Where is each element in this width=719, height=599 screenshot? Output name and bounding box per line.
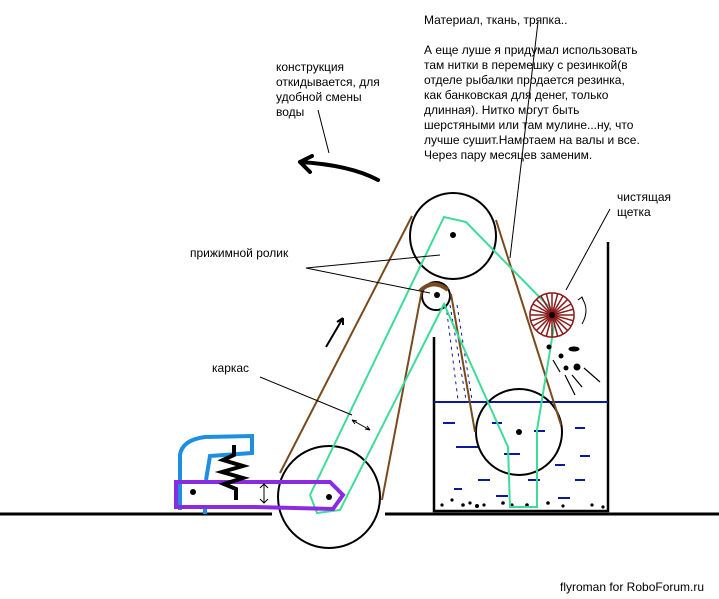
top-roller (409, 192, 497, 280)
svg-text:длинная). Нитко могут быть: длинная). Нитко могут быть (424, 103, 579, 117)
svg-text:как банковская для денег, толь: как банковская для денег, только (424, 88, 609, 102)
brush-bristle (551, 298, 569, 316)
brush-bristle (535, 298, 553, 316)
svg-text:воды: воды (276, 105, 304, 119)
brush-bristle (530, 308, 553, 316)
brush-bristle-tip (571, 306, 575, 313)
brush-bristle (551, 314, 569, 332)
brush-bristle-tip (560, 293, 566, 299)
sediment-dots (440, 498, 605, 509)
svg-text:там нитки в перемешку с резинк: там нитки в перемешку с резинкой(в (424, 58, 628, 72)
svg-text:щетка: щетка (617, 205, 651, 219)
svg-text:шерстяными или там мулине...ну: шерстяными или там мулине...ну, что (424, 118, 634, 132)
bracket (178, 433, 254, 514)
svg-text:отделе рыбалки продается резин: отделе рыбалки продается резинка, (424, 73, 625, 87)
brush-bristle (535, 314, 553, 332)
brush-bristle (532, 303, 553, 316)
svg-text:конструкция: конструкция (276, 60, 344, 74)
svg-text:удобной смены: удобной смены (276, 90, 362, 104)
brush-bristle (551, 314, 574, 322)
fold-arrow-icon (298, 154, 380, 182)
brush-bristle-tip (554, 334, 561, 338)
brush-bristle (551, 314, 572, 327)
base-roller (277, 445, 381, 549)
svg-text:А еще луше я придумал использо: А еще луше я придумал использовать (424, 43, 638, 57)
brush-bristle-tip (564, 327, 571, 334)
brush-bristle-tip (560, 331, 566, 337)
label-brush: чистящая щетка (617, 190, 671, 219)
brush-bristle (551, 308, 574, 316)
brush-bristle (551, 303, 572, 316)
label-pressure-roller: прижимной ролик (190, 246, 289, 260)
brush-bristle-tip (533, 296, 540, 303)
brush-bristle-tip (529, 306, 533, 313)
svg-text:откидывается, для: откидывается, для (276, 75, 380, 89)
thread-loop (309, 215, 558, 515)
note-idea: А еще луше я придумал использовать там н… (424, 43, 640, 162)
brush-bristle-tip (529, 317, 533, 324)
up-arrow-icon (325, 317, 344, 348)
brush-bristle-tip (571, 317, 575, 324)
label-fold: конструкция откидывается, для удобной см… (276, 60, 380, 119)
brush-bristle (551, 314, 559, 337)
debris-particles (546, 344, 601, 396)
brush-bristle (551, 314, 564, 335)
brush-bristle (545, 314, 553, 337)
label-frame: каркас (212, 361, 249, 375)
brush-bristle-tip (543, 292, 550, 296)
leader-lines (259, 21, 611, 416)
brush-bristle (551, 293, 559, 316)
brush-bristle-tip (533, 327, 540, 334)
brush-bristle (551, 295, 564, 316)
drip-lines (445, 304, 473, 401)
svg-text:Через пару месяцев заменим.: Через пару месяцев заменим. (424, 148, 592, 162)
note-material: Материал, ткань, тряпка.. (424, 13, 567, 27)
brush-bristle (540, 295, 553, 316)
brush-bristle-tip (538, 293, 544, 299)
brush-bristle (540, 314, 553, 335)
double-arrow-icon (351, 419, 371, 431)
brush-bristle (545, 293, 553, 316)
brush-bristle-tip (538, 331, 544, 337)
footer-credit: flyroman for RoboForum.ru (560, 580, 704, 594)
brush-bristle (530, 314, 553, 322)
cleaning-brush (529, 292, 575, 338)
water-tank (432, 242, 610, 513)
brush-bristle-tip (530, 301, 536, 307)
svg-text:лучше сушит.Намотаем на валы и: лучше сушит.Намотаем на валы и все. (424, 133, 640, 147)
brush-bristle-tip (564, 296, 571, 303)
pressure-roller (418, 281, 451, 311)
brush-bristle (532, 314, 553, 327)
belt (279, 215, 562, 501)
vertical-double-arrow-icon (259, 483, 269, 504)
brush-bristle-tip (568, 301, 574, 307)
water-waves (443, 422, 590, 499)
rotation-arrow-icon (577, 296, 587, 325)
brush-bristle-tip (568, 323, 574, 329)
lever (174, 480, 346, 512)
brush-bristle-tip (530, 323, 536, 329)
brush-bristle-tip (543, 334, 550, 338)
tank-roller (475, 388, 563, 476)
spring-icon (214, 445, 251, 500)
brush-bristle-tip (554, 292, 561, 296)
svg-text:чистящая: чистящая (617, 190, 671, 204)
